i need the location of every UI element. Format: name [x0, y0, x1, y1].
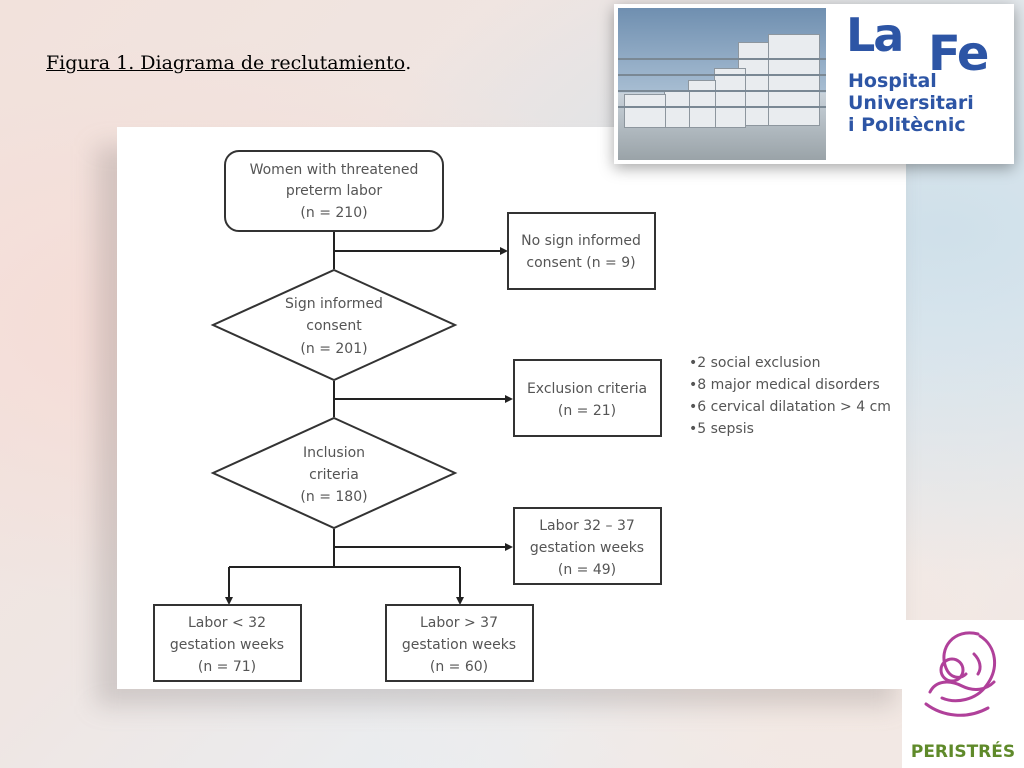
start-box: Women with threatened preterm labor (n =…: [224, 150, 444, 232]
no-consent-box: No sign informed consent (n = 9): [507, 212, 656, 290]
hospital-logo-text: La Fe Hospital Universitari i Politècnic: [828, 4, 1014, 164]
connectors: [225, 231, 513, 605]
labor-gt-37-line-1: Labor > 37: [420, 615, 498, 631]
start-line-2: preterm labor: [286, 183, 383, 199]
start-line-3: (n = 210): [300, 205, 367, 221]
flowchart-card: Women with threatened preterm labor (n =…: [117, 127, 906, 689]
inclusion-line-1: Inclusion: [303, 445, 365, 461]
exclusion-reason: •5 sepsis: [689, 421, 754, 437]
labor-32-37-line-2: gestation weeks: [530, 540, 644, 556]
labor-lt-32-line-3: (n = 71): [198, 659, 256, 675]
inclusion-line-3: (n = 180): [300, 489, 367, 505]
exclusion-line-1: Exclusion criteria: [527, 381, 647, 397]
labor-lt-32-box: Labor < 32 gestation weeks (n = 71): [153, 604, 302, 682]
labor-gt-37-line-2: gestation weeks: [402, 637, 516, 653]
no-consent-line-1: No sign informed: [521, 233, 641, 249]
peristres-logo: PERISTRÉS: [902, 620, 1024, 768]
labor-lt-32-line-1: Labor < 32: [188, 615, 266, 631]
consent-diamond: Sign informed consent (n = 201): [210, 268, 458, 382]
logo-fe: Fe: [928, 26, 989, 82]
hospital-building-photo: [618, 8, 826, 160]
hospital-logo: La Fe Hospital Universitari i Politècnic: [614, 4, 1014, 164]
peristres-label: PERISTRÉS: [910, 742, 1016, 762]
exclusion-line-2: (n = 21): [558, 403, 616, 419]
labor-gt-37-line-3: (n = 60): [430, 659, 488, 675]
consent-line-2: consent: [306, 318, 362, 334]
slide-title: Figura 1. Diagrama de reclutamiento.: [46, 52, 412, 74]
hospital-name: Hospital Universitari i Politècnic: [848, 70, 974, 136]
inclusion-line-2: criteria: [309, 467, 359, 483]
no-consent-line-2: consent (n = 9): [526, 255, 635, 271]
labor-32-37-line-3: (n = 49): [558, 562, 616, 578]
mother-and-baby-icon: [924, 631, 997, 717]
labor-32-37-line-1: Labor 32 – 37: [539, 518, 635, 534]
inclusion-diamond: Inclusion criteria (n = 180): [210, 416, 458, 530]
start-line-1: Women with threatened: [250, 162, 419, 178]
consent-line-3: (n = 201): [300, 341, 367, 357]
labor-lt-32-line-2: gestation weeks: [170, 637, 284, 653]
labor-32-37-box: Labor 32 – 37 gestation weeks (n = 49): [513, 507, 662, 585]
logo-la: La: [846, 8, 904, 62]
exclusion-reason: •8 major medical disorders: [689, 377, 880, 393]
exclusion-box: Exclusion criteria (n = 21): [513, 359, 662, 437]
exclusion-reason: •6 cervical dilatation > 4 cm: [689, 399, 891, 415]
exclusion-reason: •2 social exclusion: [689, 355, 820, 371]
recruitment-flowchart: Women with threatened preterm labor (n =…: [153, 150, 891, 682]
exclusion-reasons-list: •2 social exclusion •8 major medical dis…: [689, 355, 891, 437]
labor-gt-37-box: Labor > 37 gestation weeks (n = 60): [385, 604, 534, 682]
consent-line-1: Sign informed: [285, 296, 383, 312]
